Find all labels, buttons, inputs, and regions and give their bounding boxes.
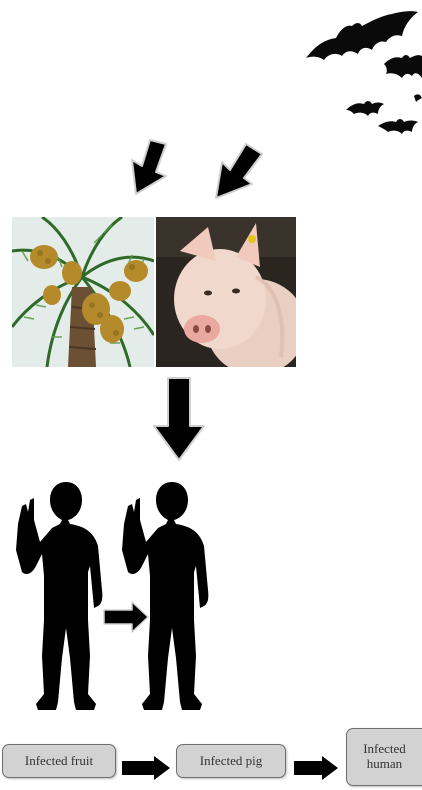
infected-human-box: Infected human bbox=[346, 728, 422, 786]
arrow-animals-to-human bbox=[150, 376, 208, 462]
arrow-icon bbox=[122, 756, 170, 780]
infected-human-label: Infected human bbox=[355, 742, 414, 772]
pig-photo bbox=[156, 217, 296, 367]
human-silhouette-left bbox=[14, 480, 106, 712]
bat-icon bbox=[346, 101, 384, 116]
bats-group bbox=[300, 0, 422, 140]
bat-icon bbox=[414, 94, 422, 102]
human-silhouette-icon bbox=[120, 480, 212, 712]
arrow-icon bbox=[132, 140, 166, 194]
human-silhouette-icon bbox=[14, 480, 106, 712]
bats-illustration bbox=[300, 0, 422, 140]
arrow-bats-to-pig bbox=[206, 142, 268, 202]
bat-icon bbox=[384, 55, 422, 78]
palm-tree-photo bbox=[12, 217, 154, 367]
arrow-icon bbox=[154, 378, 204, 460]
infected-pig-label: Infected pig bbox=[200, 754, 262, 769]
human-silhouette-right bbox=[120, 480, 212, 712]
bat-icon bbox=[306, 11, 418, 60]
arrow-icon bbox=[294, 756, 338, 780]
bat-icon bbox=[378, 119, 418, 134]
infected-pig-box: Infected pig bbox=[176, 744, 286, 778]
arrow-pig-to-human bbox=[292, 755, 340, 781]
arrow-bats-to-fruit bbox=[122, 138, 174, 196]
arrow-icon bbox=[216, 144, 262, 198]
infected-fruit-label: Infected fruit bbox=[25, 754, 93, 769]
infected-fruit-box: Infected fruit bbox=[2, 744, 116, 778]
arrow-fruit-to-pig bbox=[120, 755, 172, 781]
